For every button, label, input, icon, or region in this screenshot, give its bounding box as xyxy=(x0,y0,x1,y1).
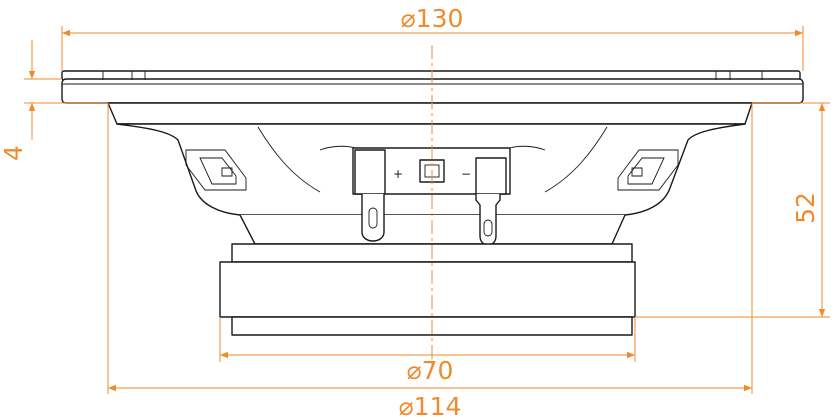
terminal-plate-left xyxy=(354,149,386,195)
magnet-assembly xyxy=(219,243,636,336)
terminal-plate-right xyxy=(475,157,507,195)
dim-label-flange-thickness: 4 xyxy=(0,145,28,161)
mounting-ring xyxy=(107,102,753,125)
flange-notches xyxy=(102,71,763,80)
dimension-annotations xyxy=(24,26,830,394)
dim-label-height: 52 xyxy=(791,192,820,224)
dim-label-inner-diameter: ⌀70 xyxy=(407,356,454,385)
terminal-negative-label: − xyxy=(461,167,471,181)
terminal-tab-positive xyxy=(361,194,385,242)
terminal-positive-label: + xyxy=(393,167,403,181)
basket-logo-right xyxy=(617,149,679,191)
basket-logo-left xyxy=(185,149,247,191)
dim-label-bottom-diameter: ⌀114 xyxy=(399,392,462,420)
dim-label-top-diameter: ⌀130 xyxy=(401,4,464,33)
terminal-tab-negative xyxy=(475,194,501,246)
speaker-outline: + − xyxy=(61,70,804,336)
